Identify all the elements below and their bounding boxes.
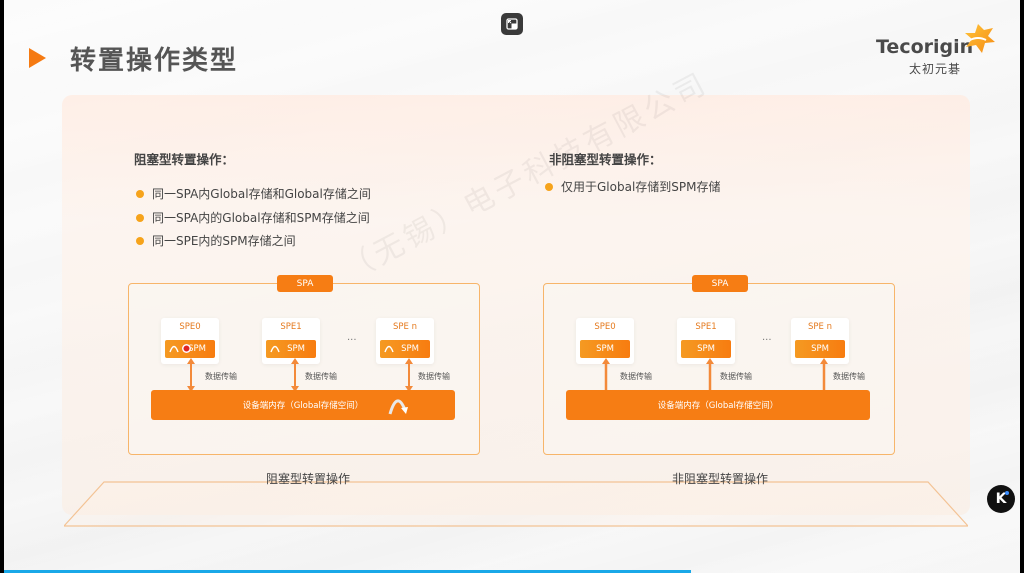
global-memory-bar: 设备端内存（Global存储空间）: [151, 390, 455, 420]
bidirectional-arrow-icon: [187, 358, 195, 392]
nonblocking-heading: 非阻塞型转置操作：: [549, 152, 662, 167]
bidirectional-arrow-icon: [291, 358, 299, 392]
spe-box: SPE n SPM: [791, 318, 849, 364]
spa-label: SPA: [277, 275, 333, 292]
spm-block[interactable]: SPM: [681, 340, 731, 358]
picture-in-picture-icon[interactable]: [501, 13, 523, 35]
bidirectional-arrow-icon: [405, 358, 413, 392]
spe-name: SPE1: [280, 322, 302, 332]
logo-text-cn: 太初元碁: [909, 62, 962, 76]
transfer-label: 数据传输: [205, 372, 237, 381]
bullet-dot-icon: [136, 189, 144, 198]
up-arrow-icon: [602, 358, 610, 392]
blocking-bullet: 同一SPA内Global存储和Global存储之间: [136, 185, 371, 202]
company-logo: Tecorigin 太初元碁: [876, 22, 996, 77]
up-arrow-icon: [706, 358, 714, 392]
spm-block[interactable]: SPM: [266, 340, 316, 358]
video-frame: （无锡）电子科技有限公司 转置操作类型 Tecorigin 太初元碁 阻塞型转置…: [4, 0, 1020, 573]
spe-box: SPE1 SPM: [677, 318, 735, 364]
spe-box: SPE0 SPM: [576, 318, 634, 364]
loop-arrow-icon: [388, 399, 408, 415]
logo-mark-icon: [965, 24, 995, 53]
logo-text-en: Tecorigin: [876, 36, 974, 58]
transfer-label: 数据传输: [833, 372, 865, 381]
bullet-dot-icon: [136, 236, 144, 245]
transfer-label: 数据传输: [620, 372, 652, 381]
bullet-dot-icon: [136, 213, 144, 222]
video-progress-bar[interactable]: [4, 570, 1020, 573]
loop-arrow-icon: [384, 345, 394, 353]
loop-arrow-icon: [169, 345, 179, 353]
k-brand-icon[interactable]: K: [987, 485, 1015, 513]
decorative-platform: [64, 481, 968, 527]
ellipsis: ...: [347, 332, 357, 343]
transfer-label: 数据传输: [720, 372, 752, 381]
spe-name: SPE0: [179, 322, 201, 332]
blocking-diagram: SPA SPE0 SPM SPE1 SPM ... SPE n SPM: [128, 275, 480, 455]
nonblocking-caption: 非阻塞型转置操作: [672, 472, 769, 486]
spe-box: SPE n SPM: [376, 318, 434, 364]
up-arrow-icon: [820, 358, 828, 392]
ellipsis: ...: [762, 332, 772, 343]
spe-box: SPE1 SPM: [262, 318, 320, 364]
page-title: 转置操作类型: [70, 46, 239, 76]
loop-arrow-icon: [270, 345, 280, 353]
video-progress-fill: [4, 570, 691, 573]
badge-dot-icon: [1005, 491, 1009, 495]
global-memory-bar: 设备端内存（Global存储空间）: [566, 390, 870, 420]
bullet-dot-icon: [545, 182, 553, 191]
spm-block[interactable]: SPM: [380, 340, 430, 358]
nonblocking-bullet: 仅用于Global存储到SPM存储: [545, 178, 721, 195]
spa-label: SPA: [692, 275, 748, 292]
spm-block[interactable]: SPM: [795, 340, 845, 358]
blocking-heading: 阻塞型转置操作：: [134, 152, 235, 167]
spm-block[interactable]: SPM: [580, 340, 630, 358]
blocking-bullet: 同一SPA内的Global存储和SPM存储之间: [136, 209, 370, 226]
spe-name: SPE n: [393, 322, 417, 332]
blocking-bullet: 同一SPE内的SPM存储之间: [136, 232, 296, 249]
transfer-label: 数据传输: [305, 372, 337, 381]
title-arrow-icon: [29, 48, 46, 68]
transfer-label: 数据传输: [418, 372, 450, 381]
nonblocking-diagram: SPA SPE0 SPM SPE1 SPM ... SPE n SPM 数据传输…: [543, 275, 895, 455]
spe-name: SPE n: [808, 322, 832, 332]
blocking-caption: 阻塞型转置操作: [266, 472, 351, 486]
spe-name: SPE1: [695, 322, 717, 332]
spe-name: SPE0: [594, 322, 616, 332]
record-indicator-icon: [182, 344, 191, 353]
spe-box: SPE0 SPM: [161, 318, 219, 364]
spm-block[interactable]: SPM: [165, 340, 215, 358]
